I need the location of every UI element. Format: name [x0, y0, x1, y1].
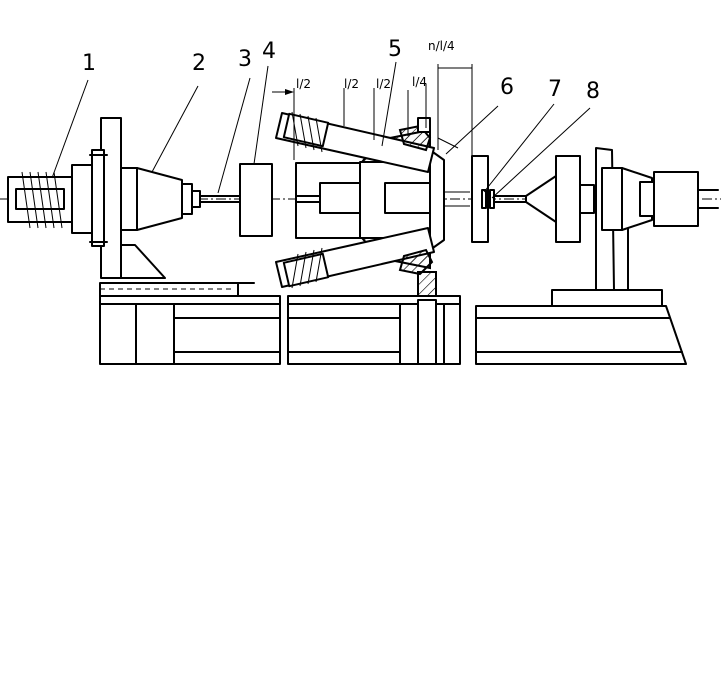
label-1: 1: [82, 51, 96, 76]
label-7: 7: [548, 77, 562, 102]
machine-bed: [99, 282, 687, 365]
label-4: 4: [262, 39, 276, 64]
dim-1: l/2: [296, 77, 311, 91]
label-8: 8: [586, 79, 600, 104]
billet-block: [239, 163, 273, 237]
lower-arm: [275, 227, 437, 301]
dim-2: l/2: [344, 77, 359, 91]
dim-4: l/4: [412, 75, 427, 89]
label-3: 3: [238, 47, 252, 72]
drive-coil: [7, 164, 95, 234]
dim-5: n/l/4: [428, 39, 455, 53]
label-5: 5: [388, 37, 402, 62]
dimension-lines: [272, 64, 473, 160]
left-stand: [89, 117, 201, 279]
label-2: 2: [192, 51, 206, 76]
label-6: 6: [500, 75, 514, 100]
dim-3: l/2: [376, 77, 391, 91]
right-assembly: [471, 147, 719, 291]
